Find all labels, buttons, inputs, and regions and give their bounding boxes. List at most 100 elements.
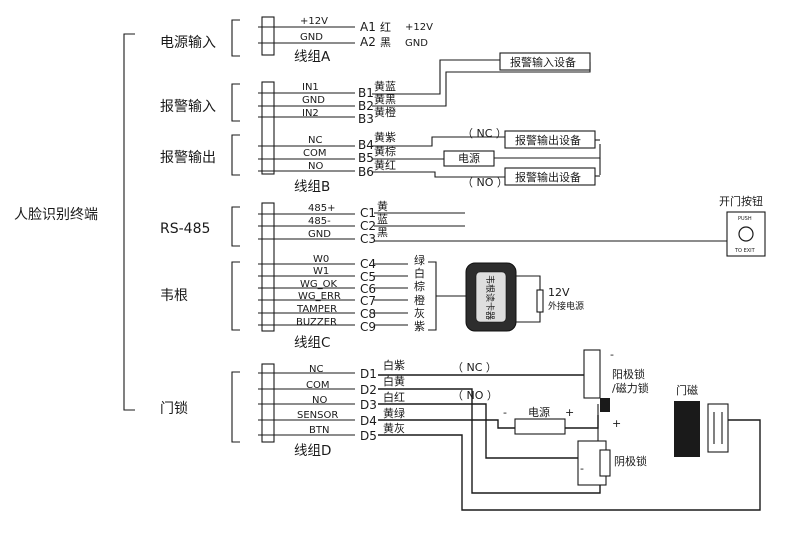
color-b1: 黄蓝 <box>374 79 396 93</box>
wire-c3-button <box>374 240 746 255</box>
color-c7: 橙 <box>414 293 425 307</box>
color-d2: 白黄 <box>383 374 405 388</box>
pin-c4: W0 <box>313 254 329 265</box>
code-c5: C5 <box>360 270 376 284</box>
color-d5: 黄灰 <box>383 421 405 435</box>
ext-power-12v: 12V <box>548 286 570 299</box>
exit-button-icon <box>738 226 754 242</box>
bundle-d-label: 线组D <box>294 443 331 459</box>
bracket-alarm-out <box>231 134 240 176</box>
color-d4: 黄绿 <box>383 406 405 420</box>
code-c7: C7 <box>360 294 376 308</box>
pin-c7: WG_ERR <box>298 291 341 302</box>
card-reader-label: 韦根读卡器 <box>484 275 496 320</box>
cathode-lock-minus: - <box>580 462 584 475</box>
card-reader-face <box>475 271 507 323</box>
code-b3: B3 <box>358 112 374 126</box>
wire-d2-cathode <box>378 388 601 494</box>
color-c2: 蓝 <box>377 213 388 226</box>
group-lock-label: 门锁 <box>160 401 188 417</box>
color-c4: 绿 <box>414 253 425 267</box>
color-c8: 灰 <box>414 306 425 320</box>
color-c5: 白 <box>414 266 425 280</box>
connector-a <box>261 16 275 56</box>
no-b-label: （ NO ） <box>462 176 508 189</box>
terminal-bracket <box>123 33 135 411</box>
bundle-a-label: 线组A <box>294 49 331 65</box>
color-c3: 黑 <box>377 226 388 239</box>
code-b4: B4 <box>358 138 374 152</box>
color-c9: 紫 <box>414 320 425 333</box>
code-b2: B2 <box>358 99 374 113</box>
power-source-b-label: 电源 <box>458 151 480 165</box>
pin-b3: IN2 <box>302 108 319 119</box>
pin-b2: GND <box>302 95 325 106</box>
connector-c <box>261 202 275 332</box>
lock-power-box <box>514 418 566 435</box>
wire-b6-device <box>372 171 505 178</box>
pin-c2: 485- <box>308 216 331 227</box>
code-d3: D3 <box>360 398 377 412</box>
color-d1: 白紫 <box>383 358 405 372</box>
cathode-lock-body <box>577 440 607 486</box>
wiegand-wire-stubs <box>374 263 408 326</box>
nc-b-label: （ NC ） <box>462 127 507 140</box>
pin-d2: COM <box>306 380 329 391</box>
bracket-alarm-in <box>231 83 240 122</box>
anode-lock-body <box>583 349 601 399</box>
bracket-power <box>231 19 240 57</box>
connector-d <box>261 363 275 443</box>
pin-d4: SENSOR <box>297 410 338 421</box>
code-b5: B5 <box>358 151 374 165</box>
wire-b1-device <box>372 59 500 95</box>
code-c9: C9 <box>360 320 376 334</box>
code-d1: D1 <box>360 367 377 381</box>
door-contact-sensor <box>707 403 729 453</box>
group-rs485-label: RS-485 <box>160 221 210 237</box>
code-a2: A2 <box>360 35 376 49</box>
note-a1: +12V <box>405 22 433 33</box>
pin-b5: COM <box>303 148 326 159</box>
wire-b4-device <box>372 136 505 147</box>
pin-c1: 485+ <box>308 203 335 214</box>
alarm-input-device-box <box>499 52 591 71</box>
exit-button-bottom-text: TO EXIT <box>734 248 756 254</box>
code-c8: C8 <box>360 307 376 321</box>
group-wiegand-label: 韦根 <box>160 288 188 304</box>
ext-power-label: 外接电源 <box>548 300 584 312</box>
pin-b6: NO <box>308 161 323 172</box>
code-d2: D2 <box>360 383 377 397</box>
cathode-lock-strike <box>599 449 611 477</box>
pin-d1: NC <box>309 364 323 375</box>
anode-lock-minus: - <box>610 348 614 361</box>
color-c1: 黄 <box>377 199 388 213</box>
bracket-lock <box>231 371 240 443</box>
anode-lock-plus: + <box>612 417 621 430</box>
mag-lock-label: /磁力锁 <box>612 381 649 395</box>
bundle-b-label: 线组B <box>294 179 330 195</box>
no-d-label: （ NO ） <box>452 389 498 402</box>
lock-power-minus: - <box>503 406 507 419</box>
cathode-lock-label: 阴极锁 <box>614 454 647 468</box>
exit-button-top-text: PUSH <box>738 216 752 222</box>
code-c2: C2 <box>360 219 376 233</box>
pin-c9: BUZZER <box>296 317 337 328</box>
code-d5: D5 <box>360 429 377 443</box>
color-d3: 白红 <box>383 390 405 404</box>
note-a2: GND <box>405 38 428 49</box>
color-a2: 黑 <box>380 36 391 49</box>
nc-d-label: （ NC ） <box>452 361 497 374</box>
door-contact-label: 门磁 <box>676 383 698 397</box>
pin-b1: IN1 <box>302 82 319 93</box>
alarm-input-device-label: 报警输入设备 <box>510 55 576 69</box>
group-alarm-in-label: 报警输入 <box>160 99 216 115</box>
pin-d3: NO <box>312 395 327 406</box>
pin-d5: BTN <box>309 425 329 436</box>
pin-a2: GND <box>300 32 323 43</box>
connector-b <box>261 81 275 175</box>
code-b1: B1 <box>358 86 374 100</box>
code-a1: A1 <box>360 20 376 34</box>
lock-power-label: 电源 <box>528 405 550 419</box>
code-c6: C6 <box>360 282 376 296</box>
